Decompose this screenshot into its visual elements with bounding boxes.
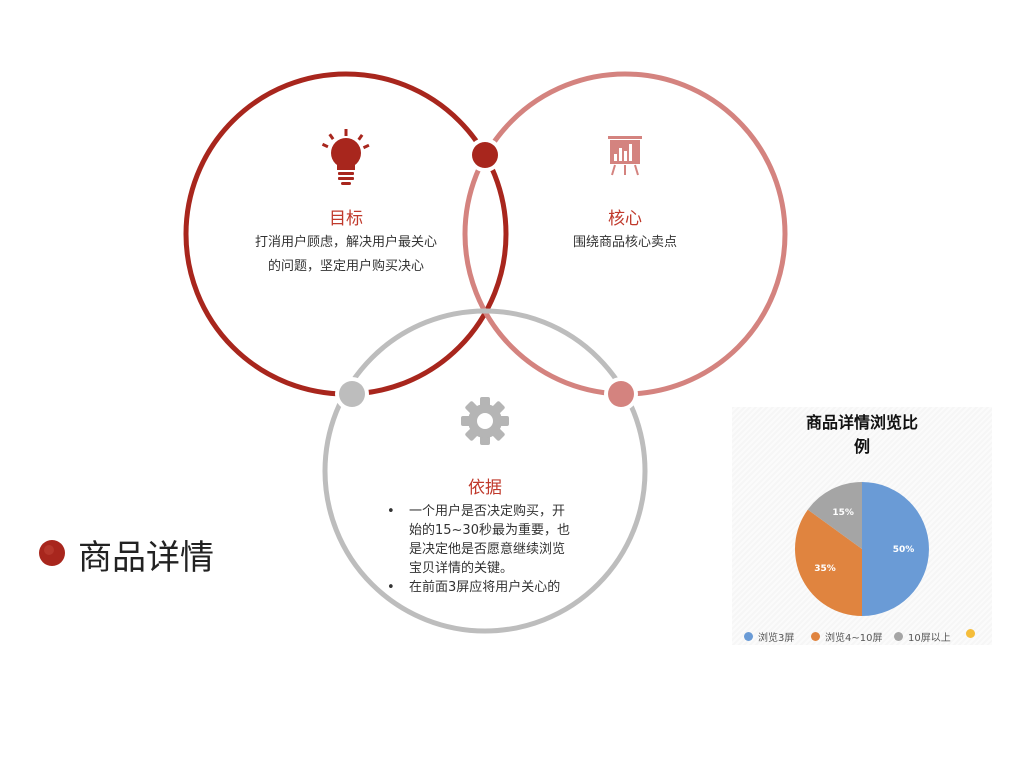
legend-swatch [811, 632, 820, 641]
pie-chart: 50% 35% 15% [795, 482, 929, 616]
pie-slice [807, 482, 862, 549]
goal-title: 目标 [329, 209, 363, 229]
legend-item: 浏览3屏 [744, 629, 794, 644]
side-heading: 商品详情 [78, 538, 214, 578]
pie-data-label: 35% [814, 564, 836, 574]
legend-swatch [966, 629, 975, 638]
legend-item [966, 629, 980, 638]
lightbulb-icon [321, 129, 370, 185]
core-description: 围绕商品核心卖点 [572, 235, 677, 250]
gear-icon [461, 397, 509, 445]
legend-label: 10屏以上 [908, 633, 951, 644]
legend-item: 浏览4~10屏 [811, 629, 882, 644]
legend-label: 浏览3屏 [758, 633, 795, 644]
basis-title: 依据 [468, 478, 502, 498]
goal-description: 打消用户顾虑，解决用户最关心 的问题，坚定用户购买决心 [254, 235, 437, 274]
pie-chart-panel: 商品详情浏览比 例 50% 35% 15% 浏览3屏 浏览4~10屏 10屏以上 [732, 407, 992, 645]
pie-data-label: 50% [893, 545, 915, 555]
pie-data-label: 15% [832, 508, 854, 518]
presentation-chart-icon [608, 136, 642, 176]
core-title: 核心 [608, 209, 642, 229]
legend-label: 浏览4~10屏 [825, 633, 883, 644]
basis-bullet-item: 在前面3屏应将用户关心的 [387, 578, 587, 597]
red-bullet-dot [39, 540, 65, 566]
basis-circle [322, 308, 648, 634]
legend-item: 10屏以上 [894, 629, 951, 644]
chart-title: 商品详情浏览比 例 [805, 413, 918, 456]
pie-slice [795, 509, 862, 616]
basis-bullet-list: 一个用户是否决定购买，开 始的15~30秒最为重要，也 是决定他是否愿意继续浏览… [387, 502, 587, 597]
legend-swatch [744, 632, 753, 641]
legend-swatch [894, 632, 903, 641]
pie-slice [862, 482, 929, 616]
basis-bullet-item: 一个用户是否决定购买，开 始的15~30秒最为重要，也 是决定他是否愿意继续浏览… [387, 502, 587, 578]
